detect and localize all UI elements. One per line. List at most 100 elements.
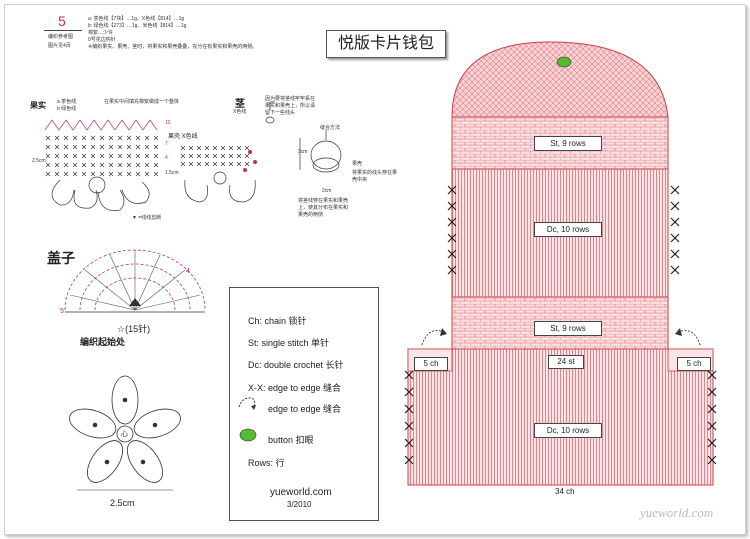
x-mark <box>447 217 457 227</box>
lid-title: 盖子 <box>47 250 75 266</box>
x-mark <box>108 162 114 168</box>
x-mark <box>188 153 194 159</box>
x-mark <box>404 455 414 465</box>
x-mark <box>220 145 226 151</box>
fruit-size: 2.5cm <box>32 158 46 164</box>
stem-note: 因为要将茎线牢牢系在果实和果壳上，所以请留下一些线头 <box>265 96 316 116</box>
x-mark <box>228 153 234 159</box>
x-mark <box>45 162 51 168</box>
x-mark <box>404 438 414 448</box>
x-mark <box>707 404 717 414</box>
fruit-round-10: 10 <box>165 120 171 126</box>
x-mark <box>670 217 680 227</box>
fruit-diagram <box>44 119 159 211</box>
x-mark <box>670 201 680 211</box>
x-mark <box>90 144 96 150</box>
x-mark <box>54 135 60 141</box>
fruit-title: 果实 <box>30 101 46 110</box>
legend-edge: X-X: edge to edge 缝合 <box>248 383 342 393</box>
x-mark <box>180 145 186 151</box>
x-mark <box>54 153 60 159</box>
x-mark <box>707 421 717 431</box>
lid-round-4: 4 <box>186 268 190 275</box>
x-mark <box>153 144 159 150</box>
x-mark <box>45 144 51 150</box>
x-mark <box>196 145 202 151</box>
material-line-2: b: 绿色线【273】…1g、米色线【814】…1g <box>88 23 187 29</box>
stem-color: X色线 <box>233 109 247 115</box>
page-title: 悦版卡片钱包 <box>326 30 446 58</box>
label-left-5ch: 5 ch <box>414 357 448 371</box>
x-mark <box>54 162 60 168</box>
x-mark <box>670 233 680 243</box>
x-mark <box>81 162 87 168</box>
x-mark <box>135 171 141 177</box>
x-mark <box>204 153 210 159</box>
material-line-3: 棉絮…少许 <box>88 30 114 36</box>
arc-arrow-icon <box>238 397 256 410</box>
x-mark <box>117 162 123 168</box>
x-mark <box>108 135 114 141</box>
legend-chain: Ch: chain 锁针 <box>248 316 307 326</box>
x-mark <box>707 370 717 380</box>
flower-center: 心 <box>121 431 128 438</box>
x-mark <box>204 161 210 167</box>
pattern-subtitle-2: 图片见4页 <box>48 43 71 49</box>
x-mark <box>404 370 414 380</box>
x-mark <box>126 162 132 168</box>
x-mark <box>90 171 96 177</box>
x-mark <box>236 153 242 159</box>
x-mark <box>180 153 186 159</box>
x-mark <box>153 153 159 159</box>
label-dc-mid: Dc, 10 rows <box>534 222 602 237</box>
x-mark <box>212 161 218 167</box>
x-mark <box>153 135 159 141</box>
x-mark <box>135 153 141 159</box>
x-mark <box>707 387 717 397</box>
flower-diagram <box>69 375 181 491</box>
label-st-mid: St, 9 rows <box>534 321 602 336</box>
x-mark <box>196 153 202 159</box>
watermark: yueworld.com <box>640 505 714 520</box>
pattern-subtitle-1: 编织参考图 <box>48 34 74 40</box>
x-mark <box>135 162 141 168</box>
x-mark <box>126 153 132 159</box>
legend-date: 3/2010 <box>287 500 312 509</box>
x-mark <box>63 135 69 141</box>
x-mark <box>236 161 242 167</box>
x-mark <box>447 265 457 275</box>
x-mark <box>447 233 457 243</box>
x-mark <box>670 265 680 275</box>
x-mark <box>404 404 414 414</box>
method-shell-label: 果壳 <box>352 161 363 167</box>
method-diagram <box>265 101 342 173</box>
x-mark <box>126 171 132 177</box>
x-mark <box>63 144 69 150</box>
x-mark <box>117 153 123 159</box>
x-mark <box>212 153 218 159</box>
x-mark <box>99 144 105 150</box>
x-mark <box>45 153 51 159</box>
x-mark <box>135 135 141 141</box>
x-mark <box>144 162 150 168</box>
lid-start: 编织起始处 <box>80 337 126 347</box>
x-mark <box>72 135 78 141</box>
fruit-round-4: 4 <box>165 155 168 161</box>
x-mark <box>90 153 96 159</box>
x-mark <box>63 171 69 177</box>
x-mark <box>144 153 150 159</box>
x-mark <box>45 171 51 177</box>
flower-size: 2.5cm <box>110 498 135 508</box>
label-24st: 24 st <box>548 355 584 369</box>
method-shell-note: 将果实的线头穿在果壳中央 <box>352 170 398 183</box>
x-mark <box>244 145 250 151</box>
x-mark <box>81 171 87 177</box>
legend-single: St: single stitch 单针 <box>248 338 330 348</box>
x-mark <box>99 153 105 159</box>
label-right-5ch: 5 ch <box>677 357 711 371</box>
x-mark <box>81 135 87 141</box>
x-mark <box>90 135 96 141</box>
x-mark <box>236 145 242 151</box>
x-mark <box>99 162 105 168</box>
method-title: 缝合方法 <box>320 125 341 131</box>
